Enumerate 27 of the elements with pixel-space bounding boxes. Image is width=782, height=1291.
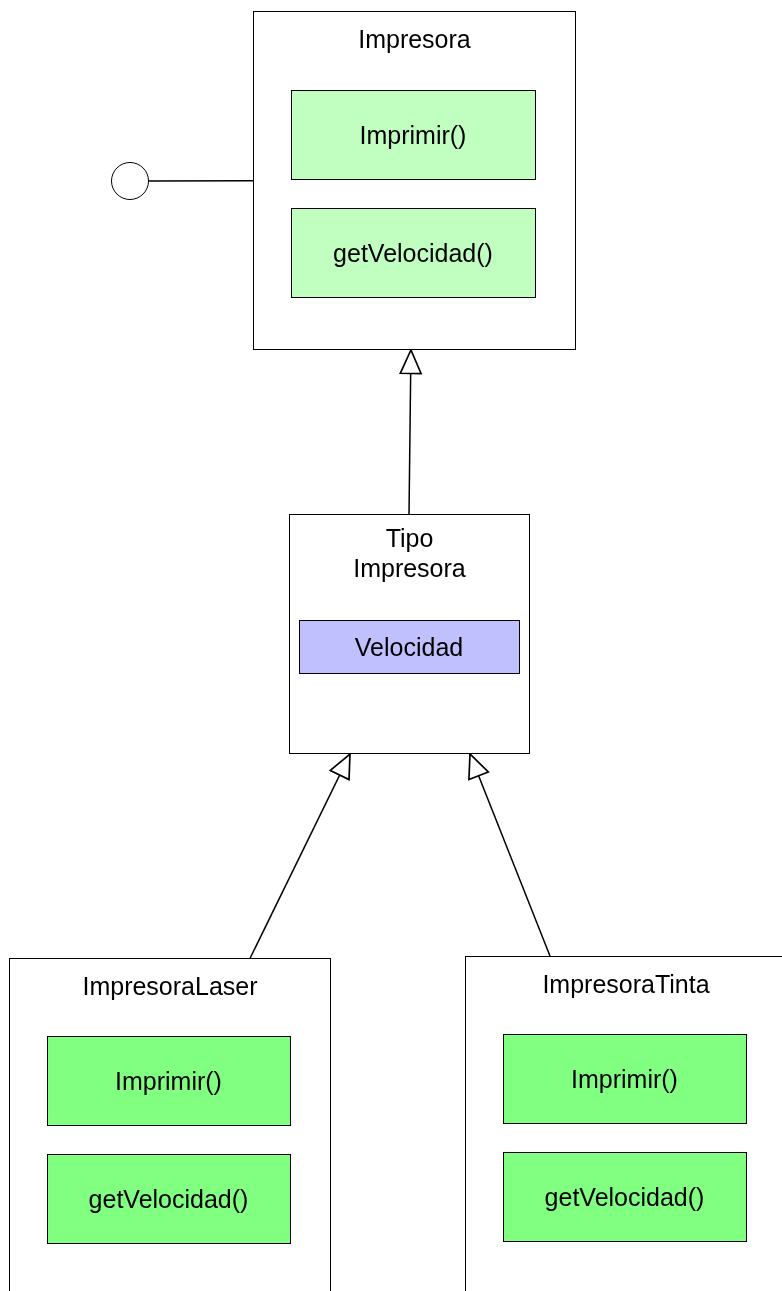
class-box <box>253 11 576 350</box>
method-name: getVelocidad() <box>88 1183 249 1214</box>
class-box <box>465 956 782 1291</box>
method-box <box>46 1153 291 1244</box>
inheritance-arrow <box>399 349 422 515</box>
method-name: getVelocidad() <box>544 1181 705 1212</box>
class-box <box>9 958 331 1291</box>
class-name: ImpresoraTinta <box>541 969 711 999</box>
method-box <box>46 1035 291 1126</box>
method-box <box>290 89 536 180</box>
interface-circle <box>111 162 149 200</box>
connector-line <box>148 180 254 182</box>
method-name: Imprimir() <box>359 119 467 150</box>
class-name: Impresora <box>357 24 472 54</box>
method-box <box>502 1151 747 1242</box>
method-name: getVelocidad() <box>333 237 493 268</box>
class-name: ImpresoraLaser <box>81 971 259 1001</box>
method-box <box>502 1033 747 1124</box>
attribute-name: Velocidad <box>354 631 464 662</box>
inheritance-arrow <box>468 753 551 957</box>
inheritance-arrow <box>249 753 351 959</box>
method-name: Imprimir() <box>571 1063 678 1094</box>
class-box <box>289 514 530 754</box>
class-name: Tipo Impresora <box>352 523 467 583</box>
method-name: Imprimir() <box>115 1065 222 1096</box>
attribute-box <box>298 619 520 674</box>
method-box <box>290 207 536 298</box>
